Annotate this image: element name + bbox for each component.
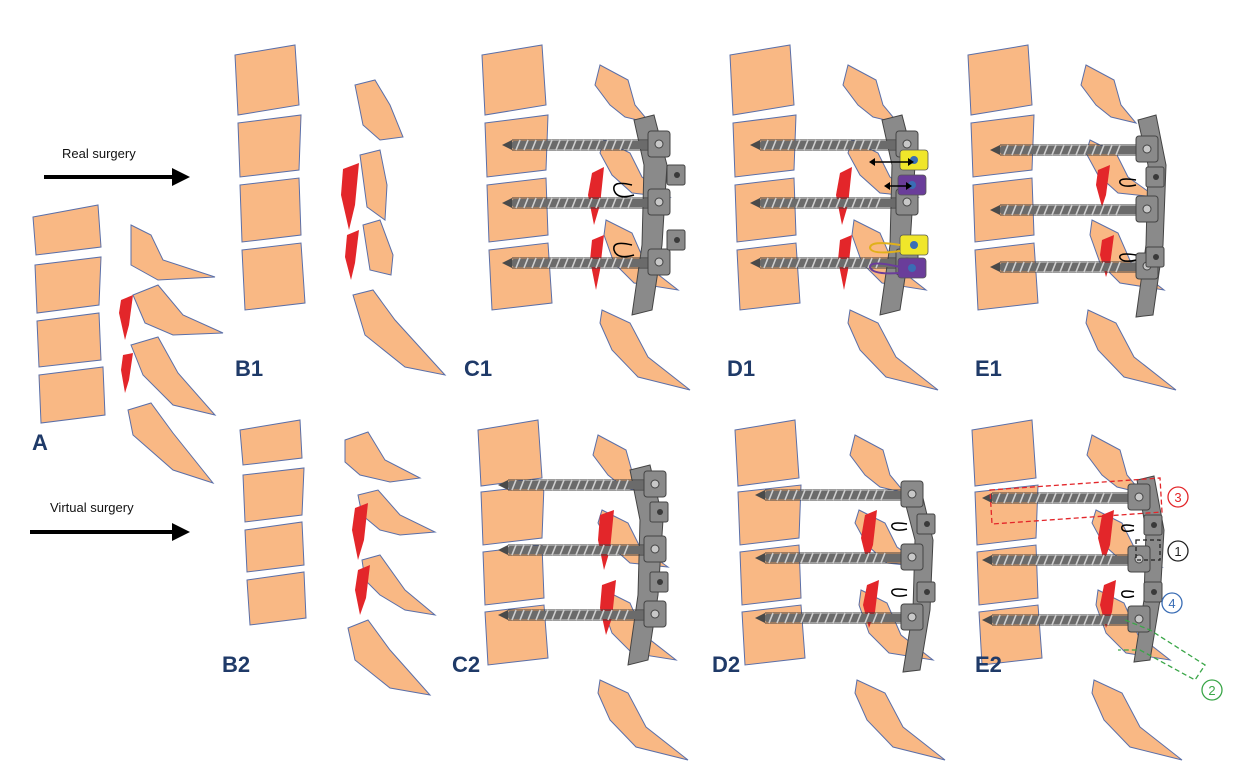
label-b2: B2 — [222, 652, 250, 677]
label-e2: E2 — [975, 652, 1002, 677]
arrow-real: Real surgery — [44, 146, 190, 186]
callout-4-number: 4 — [1168, 596, 1175, 611]
panel-c1 — [482, 45, 690, 390]
panel-e2 — [972, 420, 1182, 760]
arrow-real-label: Real surgery — [62, 146, 136, 161]
panel-e1 — [968, 45, 1176, 390]
panel-b2 — [240, 420, 435, 695]
arrow-virtual-label: Virtual surgery — [50, 500, 134, 515]
arrow-virtual: Virtual surgery — [30, 500, 190, 541]
label-d1: D1 — [727, 356, 755, 381]
panel-c2 — [478, 420, 688, 760]
label-b1: B1 — [235, 356, 263, 381]
label-d2: D2 — [712, 652, 740, 677]
label-e1: E1 — [975, 356, 1002, 381]
panel-d1 — [730, 45, 938, 390]
label-a: A — [32, 430, 48, 455]
label-c2: C2 — [452, 652, 480, 677]
callout-1-number: 1 — [1174, 544, 1181, 559]
label-c1: C1 — [464, 356, 492, 381]
callout-3-number: 3 — [1174, 490, 1181, 505]
panel-a — [33, 205, 223, 483]
panel-d2 — [735, 420, 945, 760]
callout-2-number: 2 — [1208, 683, 1215, 698]
callout-4: 4 — [1162, 593, 1182, 613]
panel-b1 — [235, 45, 445, 375]
